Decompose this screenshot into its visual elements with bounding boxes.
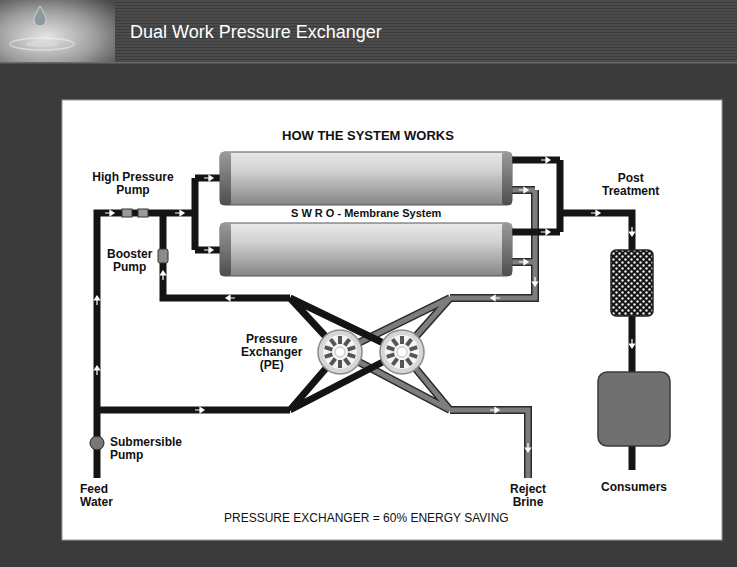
pump-symbol bbox=[90, 436, 104, 450]
part-name: Consumers bbox=[601, 481, 667, 494]
filter-vessel bbox=[611, 250, 653, 316]
flow-arrow bbox=[160, 271, 165, 280]
flow-arrow bbox=[204, 247, 213, 252]
flow-arrow bbox=[94, 296, 99, 305]
water-splash bbox=[26, 41, 58, 47]
flow-arrow bbox=[491, 295, 500, 300]
pump-symbol bbox=[138, 209, 148, 217]
page-title: Dual Work Pressure Exchanger bbox=[130, 23, 382, 43]
vessel-end-cap bbox=[502, 152, 512, 205]
flow-arrow bbox=[94, 366, 99, 375]
part-name: S W R O - Membrane System bbox=[291, 207, 441, 219]
flow-arrow bbox=[541, 157, 550, 162]
storage-tank bbox=[598, 372, 670, 446]
flow-arrow bbox=[525, 443, 530, 452]
flow-arrow bbox=[629, 339, 634, 348]
flow-arrow bbox=[490, 407, 499, 412]
pump-symbol bbox=[122, 209, 132, 217]
part-name: Post Treatment bbox=[602, 172, 659, 198]
vessel-end-cap bbox=[220, 152, 231, 205]
pressure-exchanger bbox=[318, 330, 362, 374]
membrane-vessel bbox=[220, 152, 512, 205]
water-drop bbox=[34, 6, 46, 26]
membrane-vessel bbox=[220, 223, 512, 276]
flow-arrows bbox=[94, 157, 634, 452]
section-heading: HOW THE SYSTEM WORKS bbox=[282, 129, 454, 143]
pump-symbol bbox=[158, 249, 168, 263]
flow-arrow bbox=[226, 295, 235, 300]
flow-arrow bbox=[591, 210, 600, 215]
flow-arrow bbox=[204, 175, 213, 180]
vessel-end-cap bbox=[502, 223, 512, 276]
part-name: Booster Pump bbox=[107, 248, 152, 274]
header-picture bbox=[0, 0, 115, 62]
part-name: High Pressure Pump bbox=[87, 171, 179, 197]
caption-note: PRESSURE EXCHANGER = 60% ENERGY SAVING bbox=[224, 512, 509, 525]
header-rule bbox=[0, 62, 737, 64]
part-name: Feed Water bbox=[80, 483, 113, 509]
feed-pipe bbox=[97, 160, 632, 478]
diagram-panel bbox=[62, 100, 722, 540]
flow-arrow bbox=[629, 227, 634, 236]
part-name: Pressure Exchanger (PE) bbox=[241, 333, 302, 373]
water-ripple bbox=[10, 38, 74, 50]
header-bar bbox=[0, 0, 737, 62]
part-name: Submersible Pump bbox=[110, 436, 182, 462]
flow-arrow bbox=[519, 259, 528, 264]
vessel-end-cap bbox=[220, 223, 231, 276]
flow-arrow bbox=[541, 229, 550, 234]
part-name: Reject Brine bbox=[510, 483, 546, 509]
pressure-exchanger bbox=[380, 330, 424, 374]
flow-arrow bbox=[195, 407, 204, 412]
flow-arrow bbox=[175, 210, 184, 215]
flow-arrow bbox=[519, 187, 528, 192]
flow-arrow bbox=[532, 277, 537, 286]
flow-arrow bbox=[105, 210, 114, 215]
